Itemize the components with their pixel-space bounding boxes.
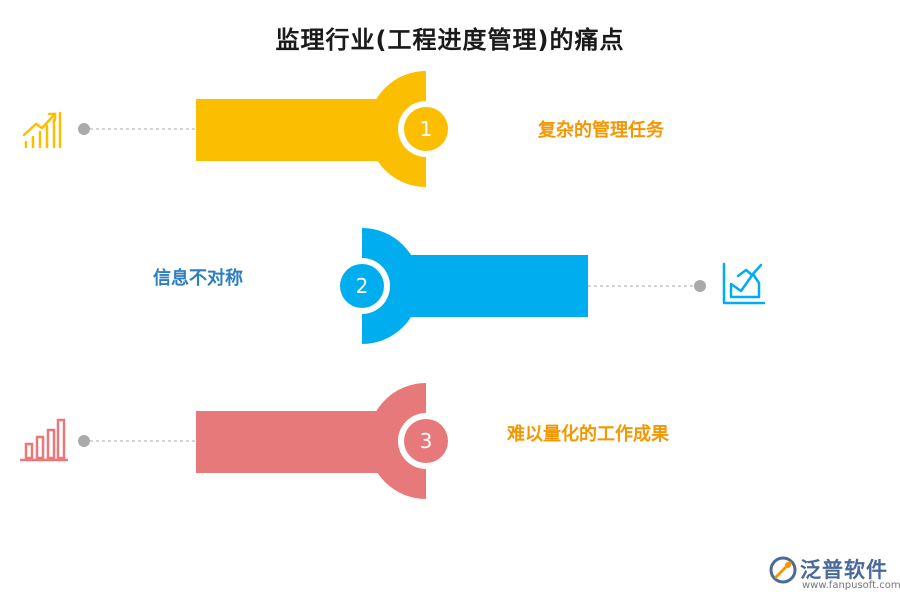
half-ring-2 [362, 228, 420, 344]
half-ring-3 [368, 383, 426, 499]
bar-chart-icon [20, 418, 68, 462]
item-3: 3 难以量化的工作成果 [20, 383, 670, 499]
area-chart-icon [722, 262, 766, 305]
rising-bars-icon [22, 111, 62, 149]
badge-number-3: 3 [420, 429, 433, 453]
badge-number-1: 1 [420, 117, 433, 141]
brand-url: www.fanpusoft.com [802, 580, 900, 591]
item-label-3: 难以量化的工作成果 [506, 423, 670, 445]
page-title: 监理行业(工程进度管理)的痛点 [275, 26, 625, 54]
item-1: 1 复杂的管理任务 [22, 71, 665, 187]
bar-3 [196, 411, 380, 473]
badge-1 [404, 107, 448, 151]
bar-1 [196, 99, 380, 161]
badge-2 [340, 264, 384, 308]
item-label-1: 复杂的管理任务 [537, 119, 665, 141]
badge-3 [404, 419, 448, 463]
item-label-2: 信息不对称 [153, 267, 243, 289]
bar-2 [408, 255, 588, 317]
brand-name: 泛普软件 [800, 558, 888, 582]
connector-dot-1 [78, 123, 90, 135]
item-2: 信息不对称 2 [153, 228, 766, 344]
connector-dot-3 [78, 435, 90, 447]
brand-watermark: 泛普软件 www.fanpusoft.com [768, 552, 900, 597]
badge-number-2: 2 [356, 274, 369, 298]
fanpu-logo-icon [769, 556, 797, 584]
half-ring-1 [368, 71, 426, 187]
connector-dot-2 [694, 280, 706, 292]
